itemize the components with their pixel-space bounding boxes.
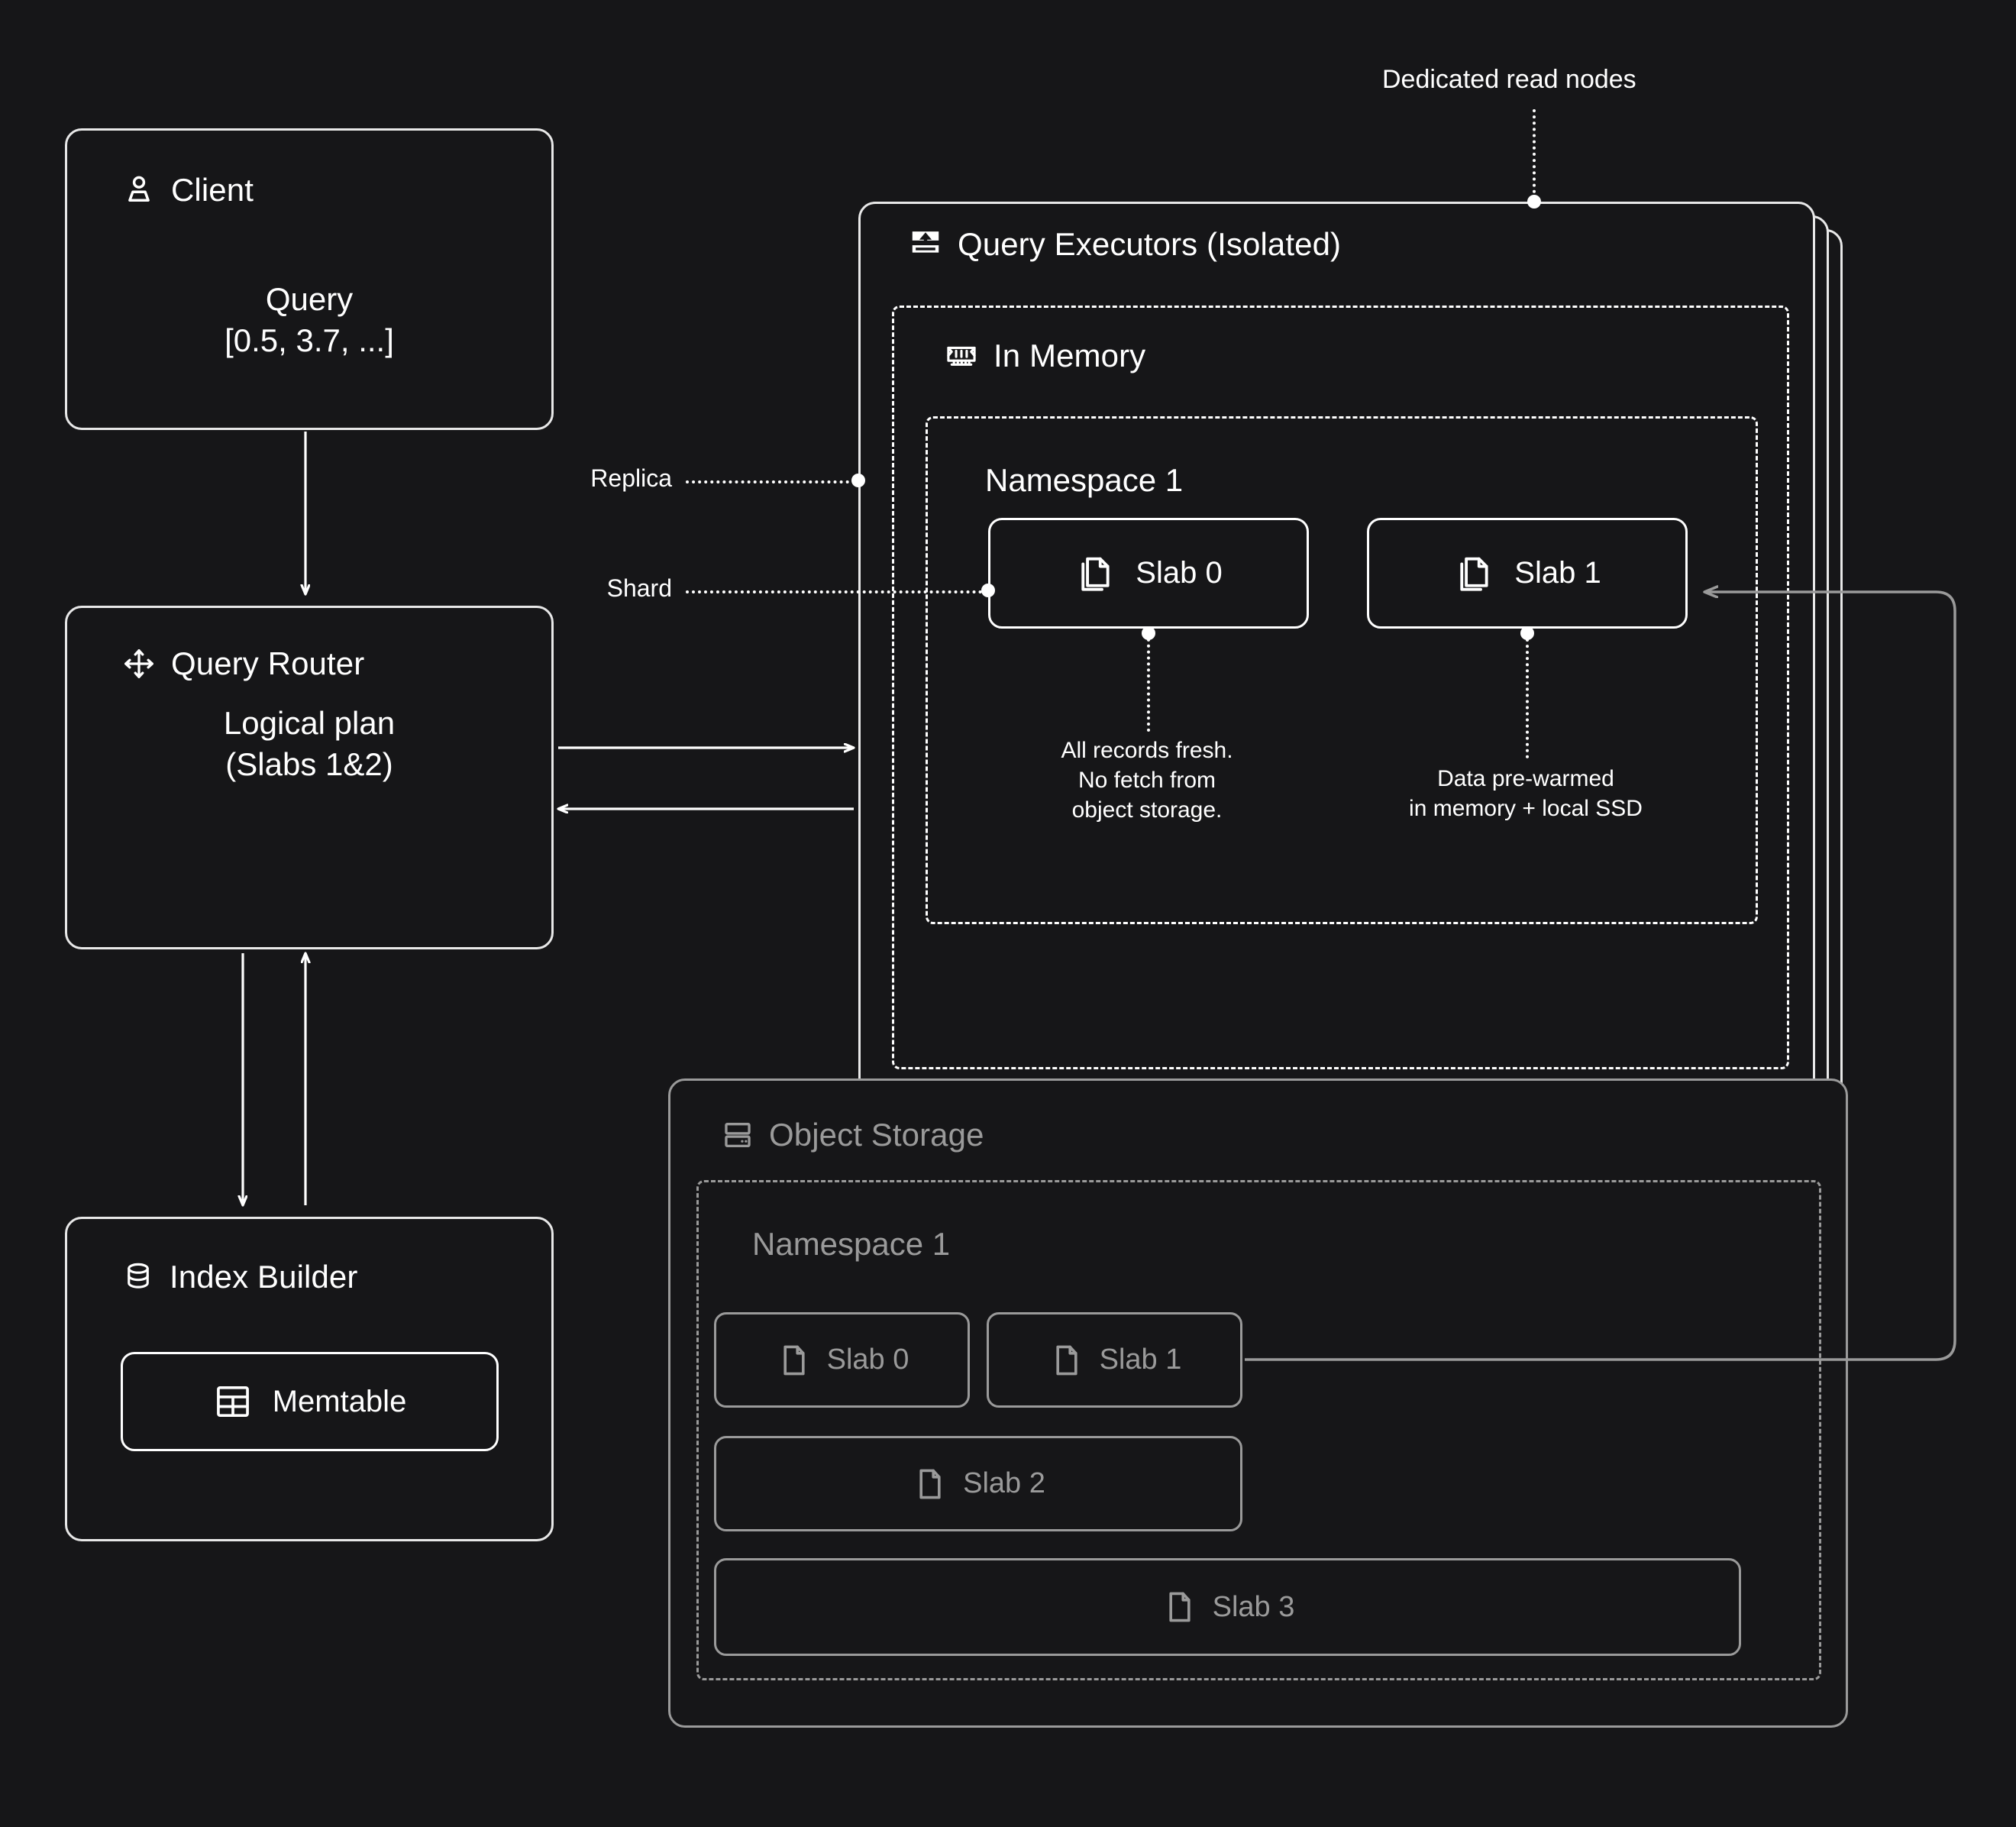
file-icon <box>775 1342 812 1379</box>
person-icon <box>122 173 156 208</box>
query-router-header: Query Router <box>122 645 364 682</box>
in-memory-header: In Memory <box>945 338 1145 374</box>
memory-slab-0-label: Slab 0 <box>1136 556 1223 590</box>
replica-leader <box>686 480 855 483</box>
file-icon <box>1048 1342 1084 1379</box>
database-icon <box>122 1259 154 1295</box>
copy-documents-icon <box>1453 553 1494 594</box>
memory-stick-icon <box>945 341 978 371</box>
storage-slab-1-label: Slab 1 <box>1099 1344 1182 1376</box>
query-executors-header: Query Executors (Isolated) <box>909 226 1341 263</box>
shard-label: Shard <box>606 574 672 602</box>
object-storage-namespace-title: Namespace 1 <box>752 1226 951 1262</box>
storage-slab-3-chip: Slab 3 <box>714 1558 1741 1656</box>
client-header: Client <box>122 172 254 209</box>
client-query-text: Query [0.5, 3.7, ...] <box>225 281 394 358</box>
in-memory-title: In Memory <box>993 338 1146 373</box>
slab-1-note-anchor-dot <box>1520 626 1534 640</box>
table-grid-icon <box>213 1382 253 1421</box>
dedicated-read-nodes-leader <box>1533 109 1536 199</box>
memtable-chip: Memtable <box>121 1352 499 1451</box>
memory-slab-1-label: Slab 1 <box>1514 556 1601 590</box>
storage-slab-0-chip: Slab 0 <box>714 1312 970 1408</box>
shard-anchor-dot <box>981 584 995 597</box>
query-executors-title: Query Executors (Isolated) <box>958 226 1342 262</box>
client-title: Client <box>171 172 254 208</box>
object-storage-header: Object Storage <box>722 1117 984 1153</box>
storage-slab-1-chip: Slab 1 <box>987 1312 1242 1408</box>
storage-slab-0-label: Slab 0 <box>826 1344 909 1376</box>
dedicated-read-nodes-label: Dedicated read nodes <box>1382 65 1636 94</box>
upload-icon <box>909 228 942 261</box>
dedicated-read-nodes-anchor-dot <box>1527 195 1541 209</box>
copy-documents-icon <box>1074 553 1116 594</box>
storage-slab-3-label: Slab 3 <box>1212 1590 1295 1623</box>
replica-anchor-dot <box>851 474 865 487</box>
slab-0-note-anchor-dot <box>1142 626 1155 640</box>
slab-0-note-leader <box>1147 632 1150 732</box>
move-arrows-icon <box>122 647 156 681</box>
replica-label: Replica <box>590 464 672 492</box>
slab-1-note-leader <box>1526 632 1529 758</box>
query-router-title: Query Router <box>171 645 365 681</box>
memory-namespace-title: Namespace 1 <box>985 462 1184 498</box>
file-icon <box>911 1466 948 1502</box>
index-builder-header: Index Builder <box>122 1259 357 1295</box>
object-storage-title: Object Storage <box>769 1117 984 1153</box>
slab-0-note: All records fresh. No fetch from object … <box>1061 738 1233 823</box>
slab-1-note: Data pre-warmed in memory + local SSD <box>1409 766 1643 821</box>
query-router-plan-text: Logical plan (Slabs 1&2) <box>223 705 396 782</box>
memtable-label: Memtable <box>272 1384 407 1418</box>
storage-slab-2-label: Slab 2 <box>963 1467 1045 1499</box>
memory-slab-0-chip: Slab 0 <box>988 518 1309 629</box>
index-builder-title: Index Builder <box>170 1259 358 1295</box>
file-icon <box>1161 1589 1197 1625</box>
memory-slab-1-chip: Slab 1 <box>1367 518 1688 629</box>
client-box <box>65 128 554 430</box>
server-rack-icon <box>722 1119 754 1151</box>
shard-leader <box>686 590 982 593</box>
storage-slab-2-chip: Slab 2 <box>714 1436 1242 1531</box>
